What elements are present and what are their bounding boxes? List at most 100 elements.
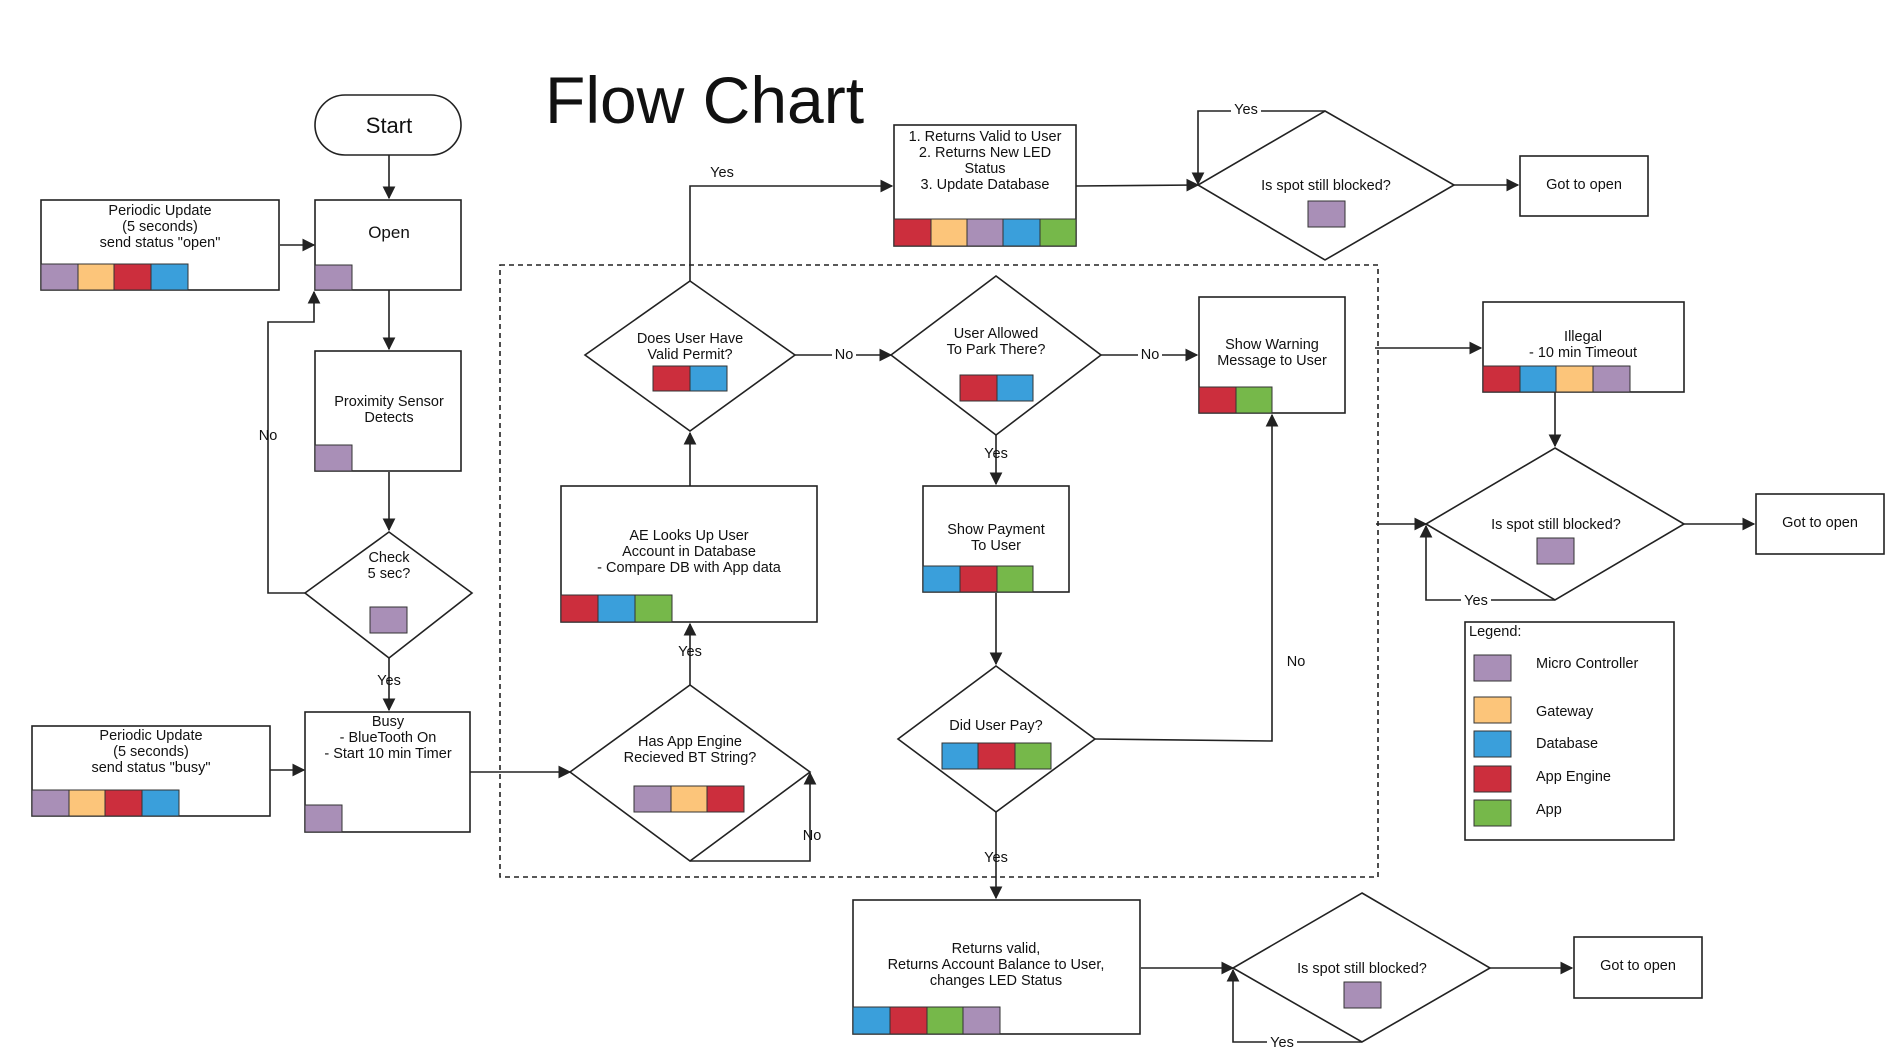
node-ae-line1: AE Looks Up User xyxy=(629,528,748,544)
node-periodic-open: Periodic Update (5 seconds) send status … xyxy=(40,199,280,291)
node-spot-blocked-top: Is spot still blocked? xyxy=(1196,110,1456,261)
node-check-line1: Check xyxy=(368,550,410,566)
node-show-warning: Show Warning Message to User xyxy=(1198,296,1346,414)
edge-spot-right-yes xyxy=(1419,524,1555,601)
node-start-label: Start xyxy=(366,113,412,138)
edge-hasae-no xyxy=(690,771,817,862)
edge-spot-top-yes xyxy=(1191,110,1325,186)
node-has-app-engine: Has App Engine Recieved BT String? xyxy=(568,684,812,862)
node-valid-permit: Does User Have Valid Permit? xyxy=(583,280,797,432)
node-open-label: Open xyxy=(368,223,410,242)
label-permit-no: No xyxy=(835,347,854,363)
node-ae-looks-up: AE Looks Up User Account in Database - C… xyxy=(560,485,818,623)
label-check-yes: Yes xyxy=(377,673,401,689)
node-payment-line2: To User xyxy=(971,538,1021,554)
node-hasae-line1: Has App Engine xyxy=(638,734,742,750)
label-spot-bottom-yes: Yes xyxy=(1270,1035,1294,1051)
node-open: Open xyxy=(314,199,462,291)
node-returns-valid-top: 1. Returns Valid to User 2. Returns New … xyxy=(893,124,1077,247)
legend-label-micro-controller: Micro Controller xyxy=(1536,656,1638,672)
node-spot-blocked-bottom: Is spot still blocked? xyxy=(1231,892,1492,1043)
node-proximity-line1: Proximity Sensor xyxy=(334,394,444,410)
node-periodic-open-line1: Periodic Update xyxy=(108,203,211,219)
node-user-allowed: User Allowed To Park There? xyxy=(889,274,1103,437)
node-periodic-open-line2: (5 seconds) xyxy=(122,219,198,235)
legend-swatch-database xyxy=(1473,730,1512,758)
node-did-user-pay: Did User Pay? xyxy=(896,665,1097,813)
legend-label-app-engine: App Engine xyxy=(1536,769,1611,785)
edge-labels: No Yes No Yes Yes No No Yes No Yes Yes Y… xyxy=(259,101,1491,1051)
node-returns-bottom-line1: Returns valid, xyxy=(952,941,1041,957)
legend-swatch-app-engine xyxy=(1473,765,1512,793)
edge-permit-yes xyxy=(689,179,894,281)
node-spot-top-label: Is spot still blocked? xyxy=(1261,178,1391,194)
node-warning-line2: Message to User xyxy=(1217,353,1327,369)
label-pay-no: No xyxy=(1287,654,1306,670)
node-periodic-open-line3: send status "open" xyxy=(100,235,221,251)
label-pay-yes: Yes xyxy=(984,850,1008,866)
node-returns-top-line3: Status xyxy=(964,161,1005,177)
legend-label-database: Database xyxy=(1536,736,1598,752)
legend-label-gateway: Gateway xyxy=(1536,704,1594,720)
node-warning-line1: Show Warning xyxy=(1225,337,1319,353)
legend-title: Legend: xyxy=(1469,624,1521,640)
node-ae-line3: - Compare DB with App data xyxy=(597,560,782,576)
label-check-no: No xyxy=(259,428,278,444)
edge-spot-bottom-yes xyxy=(1226,968,1362,1043)
node-periodic-busy-line2: (5 seconds) xyxy=(113,744,189,760)
node-returns-bottom-line2: Returns Account Balance to User, xyxy=(888,957,1105,973)
node-returns-bottom-line3: changes LED Status xyxy=(930,973,1062,989)
node-goto-open-bottom: Got to open xyxy=(1573,936,1703,999)
node-busy-line2: - BlueTooth On xyxy=(340,730,437,746)
node-returns-top-line4: 3. Update Database xyxy=(921,177,1050,193)
label-hasae-yes: Yes xyxy=(678,644,702,660)
node-spot-blocked-right: Is spot still blocked? xyxy=(1424,447,1686,601)
node-allowed-line2: To Park There? xyxy=(947,342,1046,358)
node-start: Start xyxy=(314,94,462,156)
node-returns-valid-bottom: Returns valid, Returns Account Balance t… xyxy=(852,899,1141,1035)
edge-pay-no xyxy=(1094,413,1279,742)
label-hasae-no: No xyxy=(803,828,822,844)
node-payment-line1: Show Payment xyxy=(947,522,1045,538)
node-periodic-busy: Periodic Update (5 seconds) send status … xyxy=(31,725,271,817)
label-permit-yes: Yes xyxy=(710,165,734,181)
node-check-line2: 5 sec? xyxy=(368,566,411,582)
legend-swatch-gateway xyxy=(1473,696,1512,724)
label-allowed-yes: Yes xyxy=(984,446,1008,462)
label-spot-right-yes: Yes xyxy=(1464,593,1488,609)
node-returns-top-line1: 1. Returns Valid to User xyxy=(909,129,1062,145)
node-busy-line1: Busy xyxy=(372,714,405,730)
node-allowed-line1: User Allowed xyxy=(954,326,1039,342)
node-spot-right-label: Is spot still blocked? xyxy=(1491,517,1621,533)
node-busy: Busy - BlueTooth On - Start 10 min Timer xyxy=(304,711,471,833)
node-goto-open-right-label: Got to open xyxy=(1782,515,1858,531)
node-goto-open-bottom-label: Got to open xyxy=(1600,958,1676,974)
node-goto-open-right: Got to open xyxy=(1755,493,1885,555)
node-show-payment: Show Payment To User xyxy=(922,485,1070,593)
label-allowed-no: No xyxy=(1141,347,1160,363)
node-pay-label: Did User Pay? xyxy=(949,718,1042,734)
node-busy-line3: - Start 10 min Timer xyxy=(324,746,451,762)
app-engine-region xyxy=(499,264,1379,878)
node-permit-line2: Valid Permit? xyxy=(647,347,732,363)
node-periodic-busy-line3: send status "busy" xyxy=(91,760,210,776)
edge-valid-spot-top xyxy=(1075,178,1200,192)
legend-label-app: App xyxy=(1536,802,1562,818)
node-illegal: Illegal - 10 min Timeout xyxy=(1482,301,1685,393)
node-goto-open-top: Got to open xyxy=(1519,155,1649,217)
node-illegal-line2: - 10 min Timeout xyxy=(1529,345,1637,361)
node-check: Check 5 sec? xyxy=(303,531,474,660)
legend-swatch-app xyxy=(1473,799,1512,827)
node-proximity: Proximity Sensor Detects xyxy=(314,350,462,472)
chart-title: Flow Chart xyxy=(545,63,864,137)
node-hasae-line2: Recieved BT String? xyxy=(624,750,757,766)
node-proximity-line2: Detects xyxy=(364,410,413,426)
legend-swatch-micro-controller xyxy=(1473,654,1512,682)
node-permit-line1: Does User Have xyxy=(637,331,743,347)
node-spot-bottom-label: Is spot still blocked? xyxy=(1297,961,1427,977)
edge-check-no xyxy=(267,290,321,594)
node-returns-top-line2: 2. Returns New LED xyxy=(919,145,1051,161)
node-periodic-busy-line1: Periodic Update xyxy=(99,728,202,744)
label-spot-top-yes: Yes xyxy=(1234,102,1258,118)
